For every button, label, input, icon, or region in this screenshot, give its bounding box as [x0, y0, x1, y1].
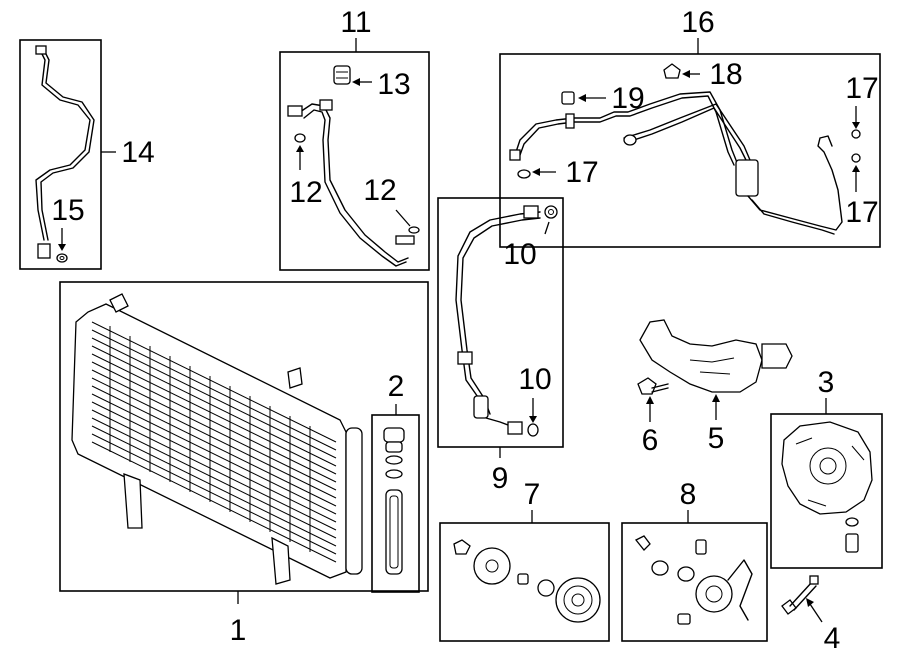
condenser-fins: [91, 321, 337, 563]
oring-12b: [408, 226, 420, 234]
box-11: [279, 51, 430, 271]
leader-4: [809, 603, 823, 623]
callout-12a: 12: [289, 176, 322, 209]
oring-10a: [544, 205, 558, 219]
box-16: [499, 53, 881, 248]
oring-17a: [517, 169, 531, 179]
bracket-5: [639, 319, 793, 393]
callout-9: 9: [492, 462, 509, 495]
condenser-1: [71, 293, 363, 585]
receiver-dryer: [735, 159, 759, 197]
hose-11-bracket: [395, 235, 415, 245]
line-16-fitting-c: [623, 134, 637, 146]
arrow-18: [682, 70, 690, 78]
callout-11: 11: [340, 6, 371, 39]
hose-14-end: [35, 45, 47, 55]
leader-10a: [544, 221, 550, 235]
compressor-washer: [845, 517, 859, 527]
callout-6: 6: [642, 424, 659, 457]
line-16-fitting-a: [565, 113, 575, 129]
callout-13: 13: [377, 68, 410, 101]
callout-4: 4: [824, 622, 841, 655]
clutch-coil-8: [634, 535, 753, 625]
callout-14: 14: [121, 136, 154, 169]
bolt-4: [781, 575, 819, 615]
valve-cap-18: [663, 63, 681, 79]
callout-10a: 10: [503, 238, 536, 271]
hose-9-fitting-b: [507, 421, 523, 435]
line-assembly-16: [509, 91, 843, 235]
hose-9-fitting-a: [473, 395, 489, 419]
condenser-bracket-mid: [287, 367, 303, 389]
condenser-bracket-top: [109, 293, 129, 313]
condenser-foot-a: [123, 473, 143, 529]
arrow-12a: [296, 145, 304, 152]
condenser-foot-b: [271, 536, 291, 585]
callout-12b: 12: [363, 174, 396, 207]
arrow-6: [646, 396, 654, 404]
callout-2: 2: [388, 370, 405, 403]
callout-15: 15: [51, 194, 84, 227]
bolt-6: [637, 377, 669, 395]
valve-cap-19: [561, 91, 575, 105]
callout-10b: 10: [518, 363, 551, 396]
callout-19: 19: [611, 82, 644, 115]
leader-12b: [395, 209, 411, 227]
callout-1: 1: [230, 614, 247, 647]
arrow-13: [352, 78, 360, 86]
arrow-4: [806, 598, 814, 607]
arrow-17a: [532, 168, 540, 176]
compressor-bolt: [845, 533, 859, 553]
line-16-fitting-b: [509, 149, 521, 161]
box-7: [439, 522, 610, 642]
oring-15: [56, 253, 68, 263]
callout-17c: 17: [845, 196, 878, 229]
box-1: [59, 281, 429, 592]
callout-17b: 17: [845, 72, 878, 105]
hose-9-fitting-c: [523, 205, 539, 219]
callout-7: 7: [524, 478, 541, 511]
oring-10b: [527, 423, 539, 437]
arrow-15: [58, 244, 66, 251]
compressor-3: [781, 421, 873, 553]
callout-16: 16: [681, 6, 714, 39]
hose-9-clamp: [457, 351, 473, 365]
oring-12a: [294, 133, 306, 143]
arrow-5: [712, 394, 720, 402]
hose-11-fitting-b: [319, 99, 333, 111]
hose-9: [455, 205, 541, 435]
switch-13: [333, 65, 351, 85]
oring-17c: [851, 153, 861, 163]
hose-14: [35, 45, 95, 259]
callout-5: 5: [708, 422, 725, 455]
callout-8: 8: [680, 478, 697, 511]
condenser-tank: [345, 427, 363, 575]
arrow-10b: [529, 416, 537, 423]
hose-14-fitting: [37, 243, 51, 259]
arrow-17b: [852, 122, 860, 129]
callout-18: 18: [709, 58, 742, 91]
box-14-15: [19, 39, 102, 270]
dryer-kit-2: [383, 427, 405, 575]
clutch-7: [453, 539, 601, 623]
hose-11-fitting-a: [287, 105, 303, 117]
arrow-17c: [852, 165, 860, 172]
callout-17a: 17: [565, 156, 598, 189]
arrow-19: [578, 94, 586, 102]
callout-3: 3: [818, 366, 835, 399]
oring-17b: [851, 129, 861, 139]
box-8: [621, 522, 768, 642]
hose-11: [287, 99, 415, 267]
